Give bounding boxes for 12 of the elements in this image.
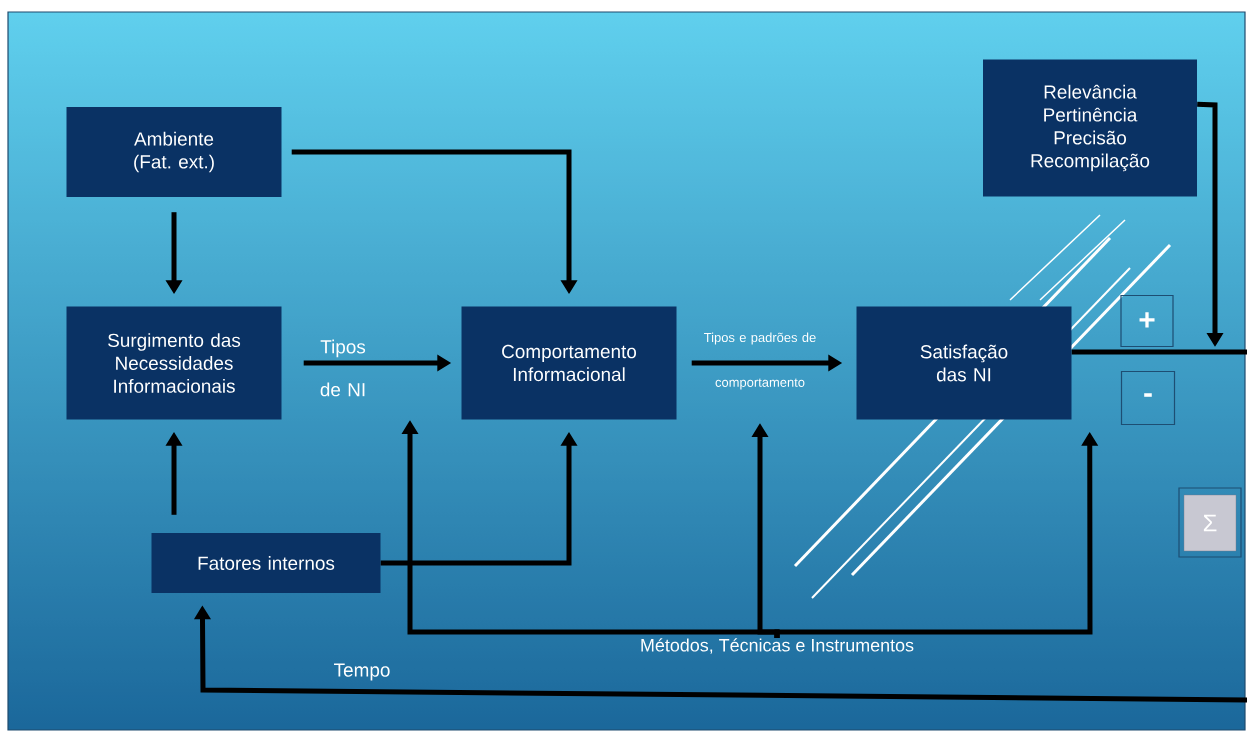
edge-label: Tipos de NI [320, 339, 366, 397]
process-box: Ambiente (Fat. ext.) [66, 107, 282, 197]
edge-label: Tipos e padrões de comportamento [704, 332, 816, 390]
minus-sign-box: - [1120, 370, 1176, 426]
process-box: Comportamento Informacional [461, 306, 677, 420]
process-box: Surgimento das Necessidades Informacionais [66, 306, 282, 420]
process-box: Satisfação das NI [856, 306, 1072, 420]
edge-label: Tempo [334, 663, 390, 681]
plus-sign-box: + [1120, 294, 1174, 348]
process-box: Fatores internos [151, 533, 381, 593]
criteria-box: Relevância Pertinência Precisão Recompilação [983, 59, 1197, 197]
methods-label: Métodos, Técnicas e Instrumentos [641, 638, 914, 654]
